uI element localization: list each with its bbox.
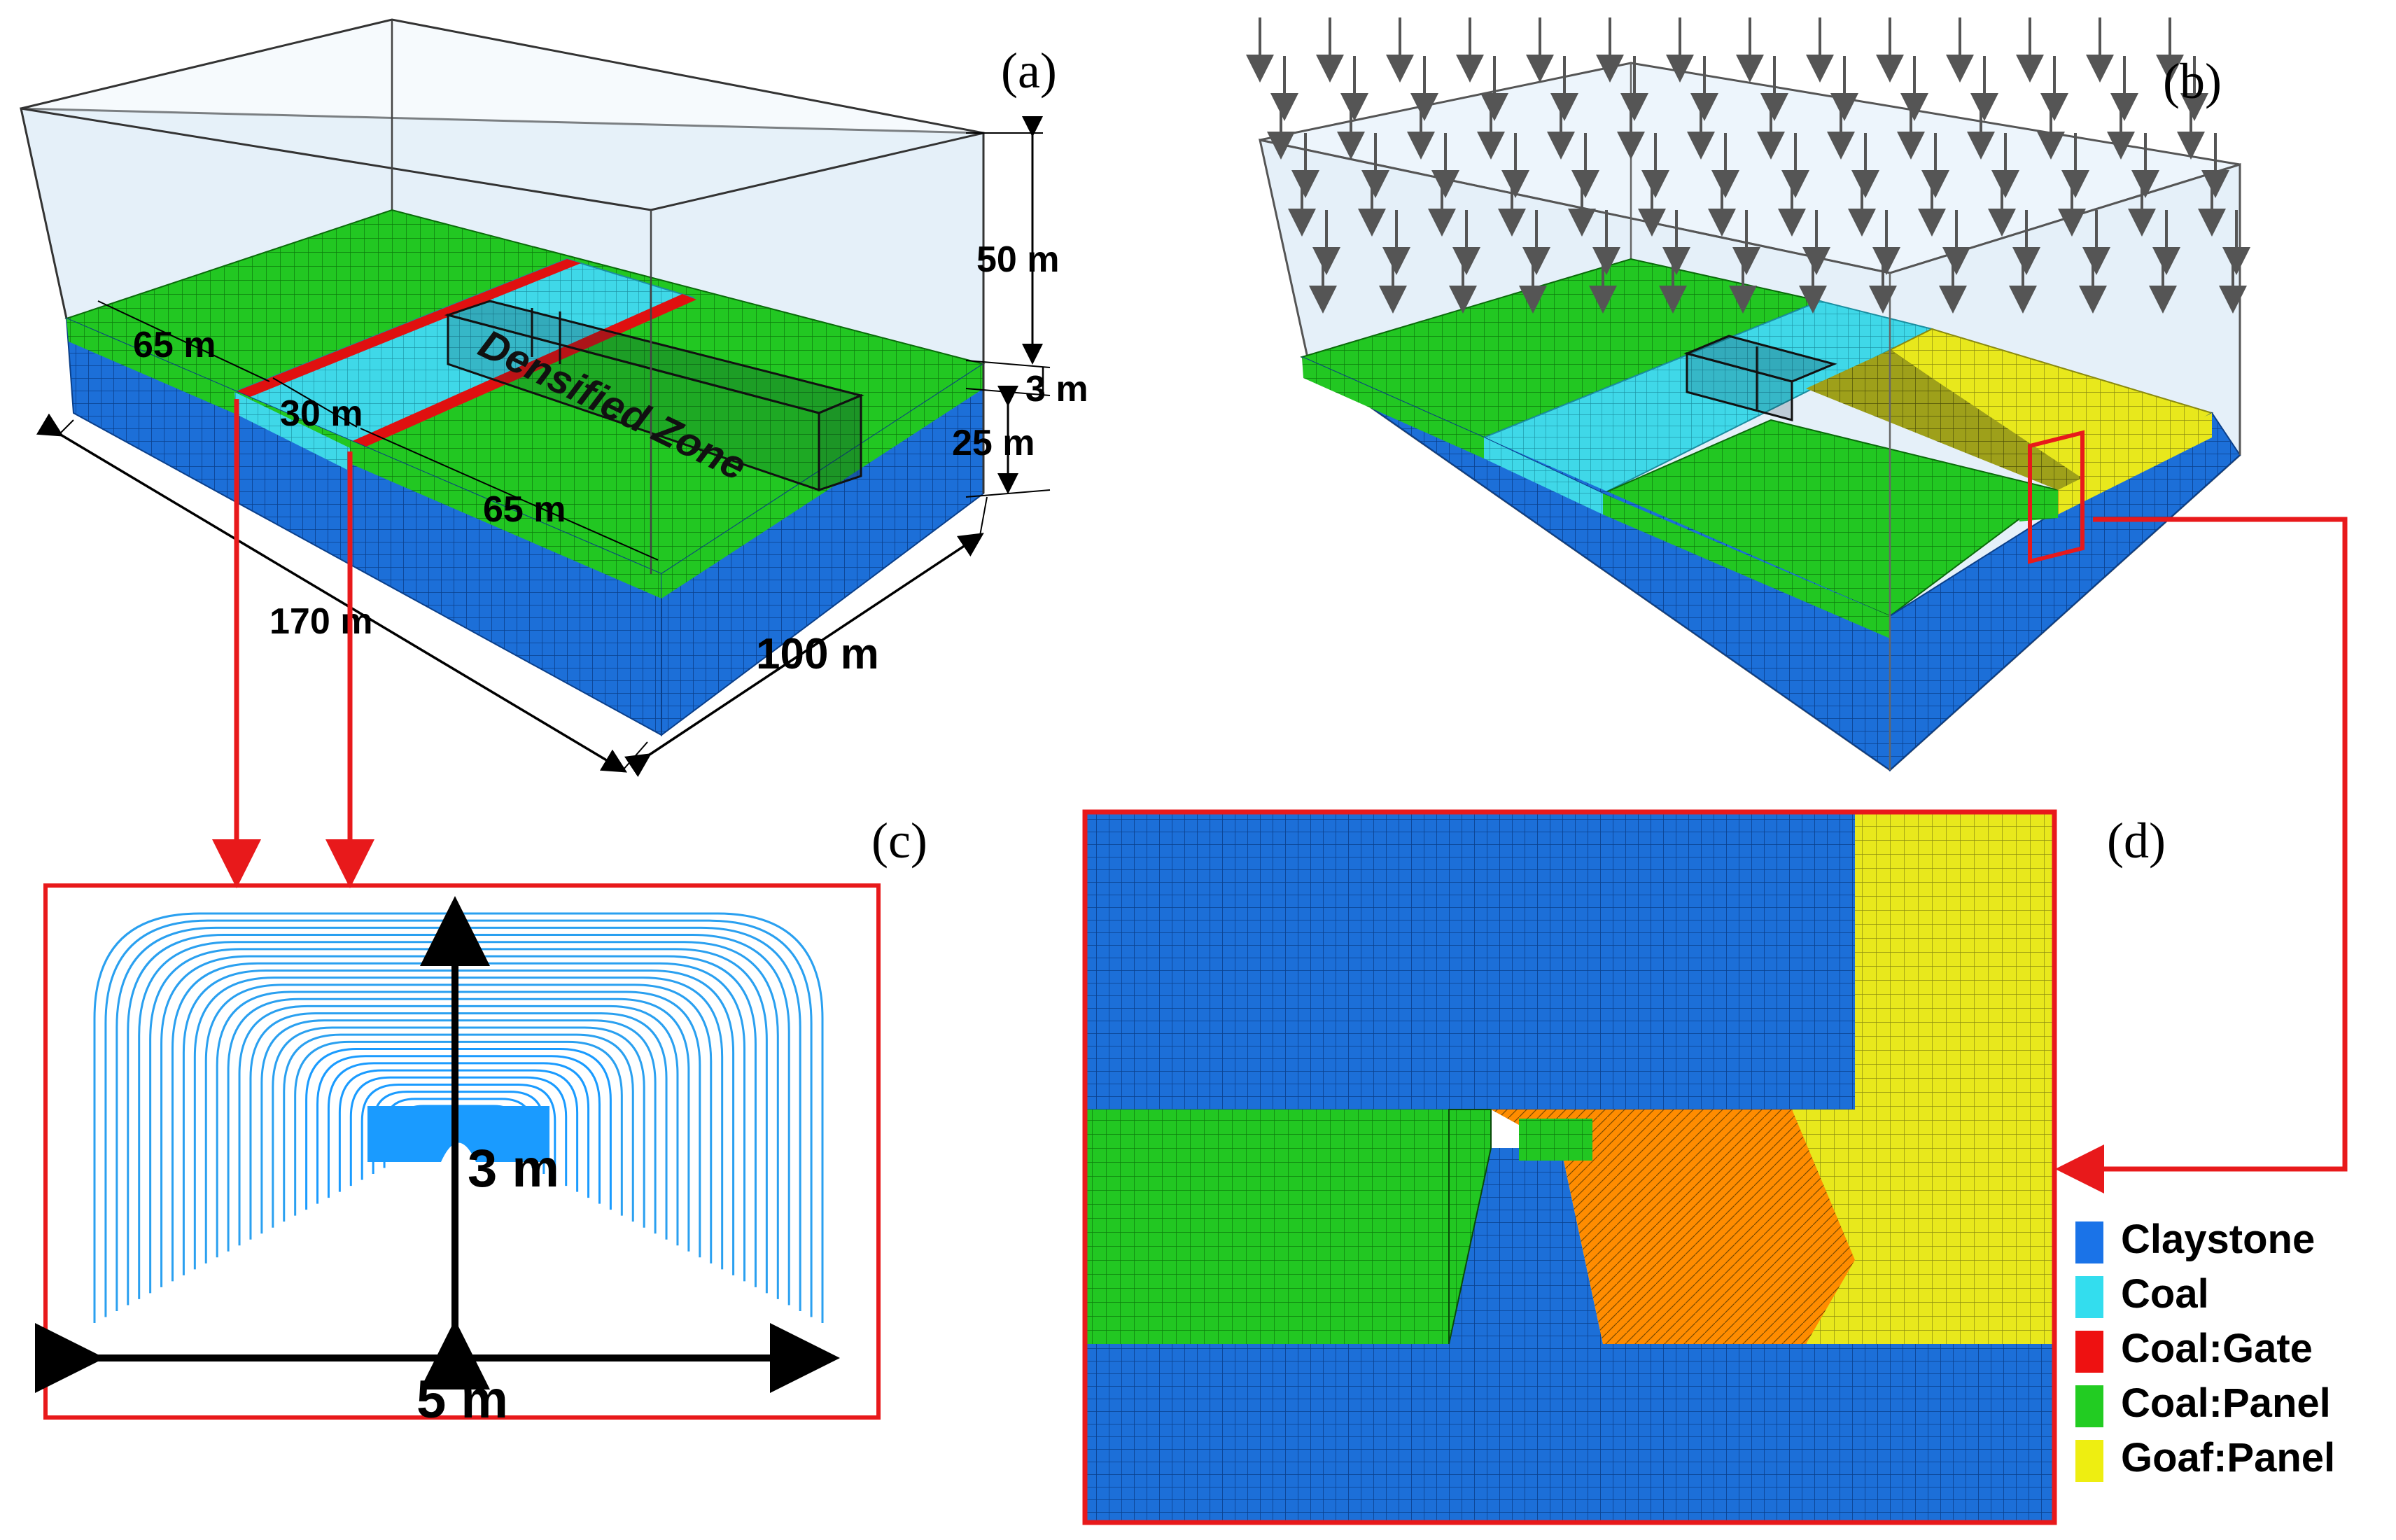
goaf-right-face-b (2058, 413, 2212, 514)
legend-swatch (2075, 1440, 2103, 1482)
gate-line-left (234, 259, 581, 399)
dim-panel-left: 65 m (133, 325, 216, 365)
dim-length: 170 m (269, 601, 372, 642)
legend-swatch (2075, 1222, 2103, 1264)
tunnel-width-label: 5 m (416, 1370, 508, 1429)
dim-gate-zone: 30 m (280, 393, 363, 434)
panel-c-dimensions: 3 m 5 m (35, 896, 840, 1429)
legend-label: Coal:Gate (2121, 1326, 2313, 1371)
legend: ClaystoneCoalCoal:GateCoal:PanelGoaf:Pan… (2075, 1217, 2335, 1482)
gate-line-right (343, 294, 696, 452)
panel-d-section (1082, 809, 2057, 1525)
coal-panel-front-b (1603, 493, 1890, 638)
dim-height-top: 50 m (976, 239, 1060, 280)
d-tunnel-floor (1449, 1148, 1603, 1344)
legend-label: Claystone (2121, 1217, 2315, 1262)
d-claystone-bottom (1085, 1344, 2054, 1522)
panel-b-model (1259, 62, 2241, 772)
coal-cyan-front-b (1484, 438, 1603, 514)
d-claystone-top (1085, 812, 1855, 1110)
callout-arrows-a-c (212, 399, 374, 888)
callout-region-b (2028, 430, 2085, 564)
legend-swatch (2075, 1385, 2103, 1427)
panel-label-d: (d) (2107, 813, 2166, 869)
panel-label-b: (b) (2163, 53, 2222, 109)
panel-label-c: (c) (871, 813, 927, 869)
goaf-olive-b (1806, 350, 2100, 490)
d-tunnel-green-wall (1448, 1109, 1492, 1345)
dim-coal-thickness: 3 m (1025, 369, 1088, 410)
coal-seam-front-b (1302, 357, 1484, 458)
callout-arrow-b-d (2055, 517, 2348, 1194)
legend-label: Coal (2121, 1271, 2209, 1317)
d-excavation (1491, 1110, 1855, 1344)
dim-floor-thickness: 25 m (952, 423, 1035, 463)
load-arrows (1246, 18, 2250, 314)
tunnel-height-label: 3 m (468, 1139, 559, 1198)
legend-label: Coal:Panel (2121, 1380, 2331, 1426)
d-green-block (1519, 1119, 1592, 1161)
panel-label-a: (a) (1001, 43, 1057, 99)
legend-swatch (2075, 1331, 2103, 1373)
d-coal-panel (1085, 1110, 1449, 1344)
d-goaf (1855, 812, 2054, 1344)
legend-label: Goaf:Panel (2121, 1435, 2335, 1480)
dim-panel-right: 65 m (483, 489, 566, 530)
dim-width: 100 m (756, 630, 879, 678)
panel-d-frame (1082, 809, 2057, 1525)
legend-swatch (2075, 1276, 2103, 1318)
